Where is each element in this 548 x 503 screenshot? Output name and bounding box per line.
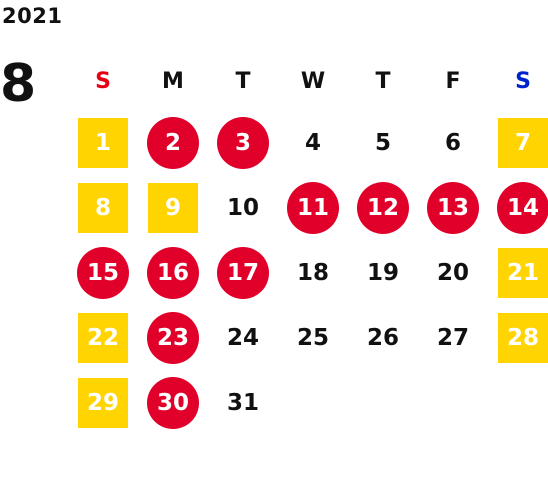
weekday-header-mon: M bbox=[162, 68, 184, 94]
calendar-day-cell: 9 bbox=[138, 175, 208, 240]
calendar-day-cell: 31 bbox=[208, 370, 278, 435]
day-number: 6 bbox=[444, 129, 461, 156]
calendar-day-cell: 19 bbox=[348, 240, 418, 305]
day-circle-marker: 23 bbox=[147, 311, 199, 364]
day-circle-marker: 14 bbox=[497, 181, 548, 234]
weekday-header-thu: T bbox=[375, 68, 391, 94]
day-number: 24 bbox=[226, 324, 259, 351]
day-number: 25 bbox=[296, 324, 329, 351]
calendar-day-cell: 5 bbox=[348, 110, 418, 175]
day-number: 19 bbox=[366, 259, 399, 286]
day-number: 20 bbox=[436, 259, 469, 286]
calendar-day-cell: 17 bbox=[208, 240, 278, 305]
calendar-day-cell: 23 bbox=[138, 305, 208, 370]
day-circle-marker: 2 bbox=[147, 116, 199, 169]
day-square-marker: 28 bbox=[498, 312, 548, 363]
weekday-header-row: S M T W T F S bbox=[68, 52, 548, 110]
day-number: 4 bbox=[304, 129, 321, 156]
calendar-day-cell: 18 bbox=[278, 240, 348, 305]
day-circle-marker: 16 bbox=[147, 246, 199, 299]
calendar-week-row: 22 23 24 25 26 27 28 bbox=[68, 305, 548, 370]
calendar-year: 2021 bbox=[2, 4, 63, 28]
day-square-marker: 1 bbox=[78, 117, 128, 168]
calendar-day-cell: 27 bbox=[418, 305, 488, 370]
day-circle-marker: 13 bbox=[427, 181, 479, 234]
calendar-day-cell bbox=[418, 370, 488, 435]
weekday-header-sat: S bbox=[515, 68, 531, 94]
calendar-day-cell: 11 bbox=[278, 175, 348, 240]
calendar-day-cell: 20 bbox=[418, 240, 488, 305]
weekday-header-wed: W bbox=[300, 68, 326, 94]
calendar-day-cell: 2 bbox=[138, 110, 208, 175]
calendar-day-cell: 7 bbox=[488, 110, 548, 175]
calendar-day-cell: 24 bbox=[208, 305, 278, 370]
calendar-day-cell: 13 bbox=[418, 175, 488, 240]
calendar-day-cell: 21 bbox=[488, 240, 548, 305]
day-circle-marker: 3 bbox=[217, 116, 269, 169]
calendar-day-cell: 16 bbox=[138, 240, 208, 305]
calendar-day-cell: 30 bbox=[138, 370, 208, 435]
calendar-month: 8 bbox=[0, 54, 37, 114]
day-circle-marker: 17 bbox=[217, 246, 269, 299]
day-number: 31 bbox=[226, 389, 259, 416]
calendar-day-cell: 25 bbox=[278, 305, 348, 370]
day-square-marker: 29 bbox=[78, 377, 128, 428]
calendar-day-cell: 22 bbox=[68, 305, 138, 370]
calendar-week-row: 29 30 31 bbox=[68, 370, 548, 435]
calendar-day-cell: 1 bbox=[68, 110, 138, 175]
day-square-marker: 7 bbox=[498, 117, 548, 168]
day-square-marker: 8 bbox=[78, 182, 128, 233]
calendar-day-cell: 12 bbox=[348, 175, 418, 240]
day-number: 18 bbox=[296, 259, 329, 286]
day-square-marker: 9 bbox=[148, 182, 198, 233]
day-circle-marker: 12 bbox=[357, 181, 409, 234]
calendar-day-cell: 28 bbox=[488, 305, 548, 370]
calendar-day-cell: 10 bbox=[208, 175, 278, 240]
weekday-header-tue: T bbox=[235, 68, 251, 94]
day-square-marker: 21 bbox=[498, 247, 548, 298]
calendar-day-cell bbox=[488, 370, 548, 435]
calendar-day-cell: 3 bbox=[208, 110, 278, 175]
calendar-day-cell: 8 bbox=[68, 175, 138, 240]
day-number: 26 bbox=[366, 324, 399, 351]
calendar-day-cell: 6 bbox=[418, 110, 488, 175]
calendar-day-cell bbox=[278, 370, 348, 435]
day-circle-marker: 15 bbox=[77, 246, 129, 299]
day-circle-marker: 30 bbox=[147, 376, 199, 429]
day-number: 27 bbox=[436, 324, 469, 351]
calendar-day-cell: 26 bbox=[348, 305, 418, 370]
day-number: 10 bbox=[226, 194, 259, 221]
calendar-day-cell: 15 bbox=[68, 240, 138, 305]
calendar-week-row: 15 16 17 18 19 20 21 bbox=[68, 240, 548, 305]
calendar-day-cell: 14 bbox=[488, 175, 548, 240]
day-number: 5 bbox=[374, 129, 391, 156]
weekday-header-fri: F bbox=[445, 68, 461, 94]
calendar-day-cell: 29 bbox=[68, 370, 138, 435]
calendar-day-cell bbox=[348, 370, 418, 435]
day-circle-marker: 11 bbox=[287, 181, 339, 234]
day-square-marker: 22 bbox=[78, 312, 128, 363]
weekday-header-sun: S bbox=[95, 68, 111, 94]
calendar-day-cell: 4 bbox=[278, 110, 348, 175]
